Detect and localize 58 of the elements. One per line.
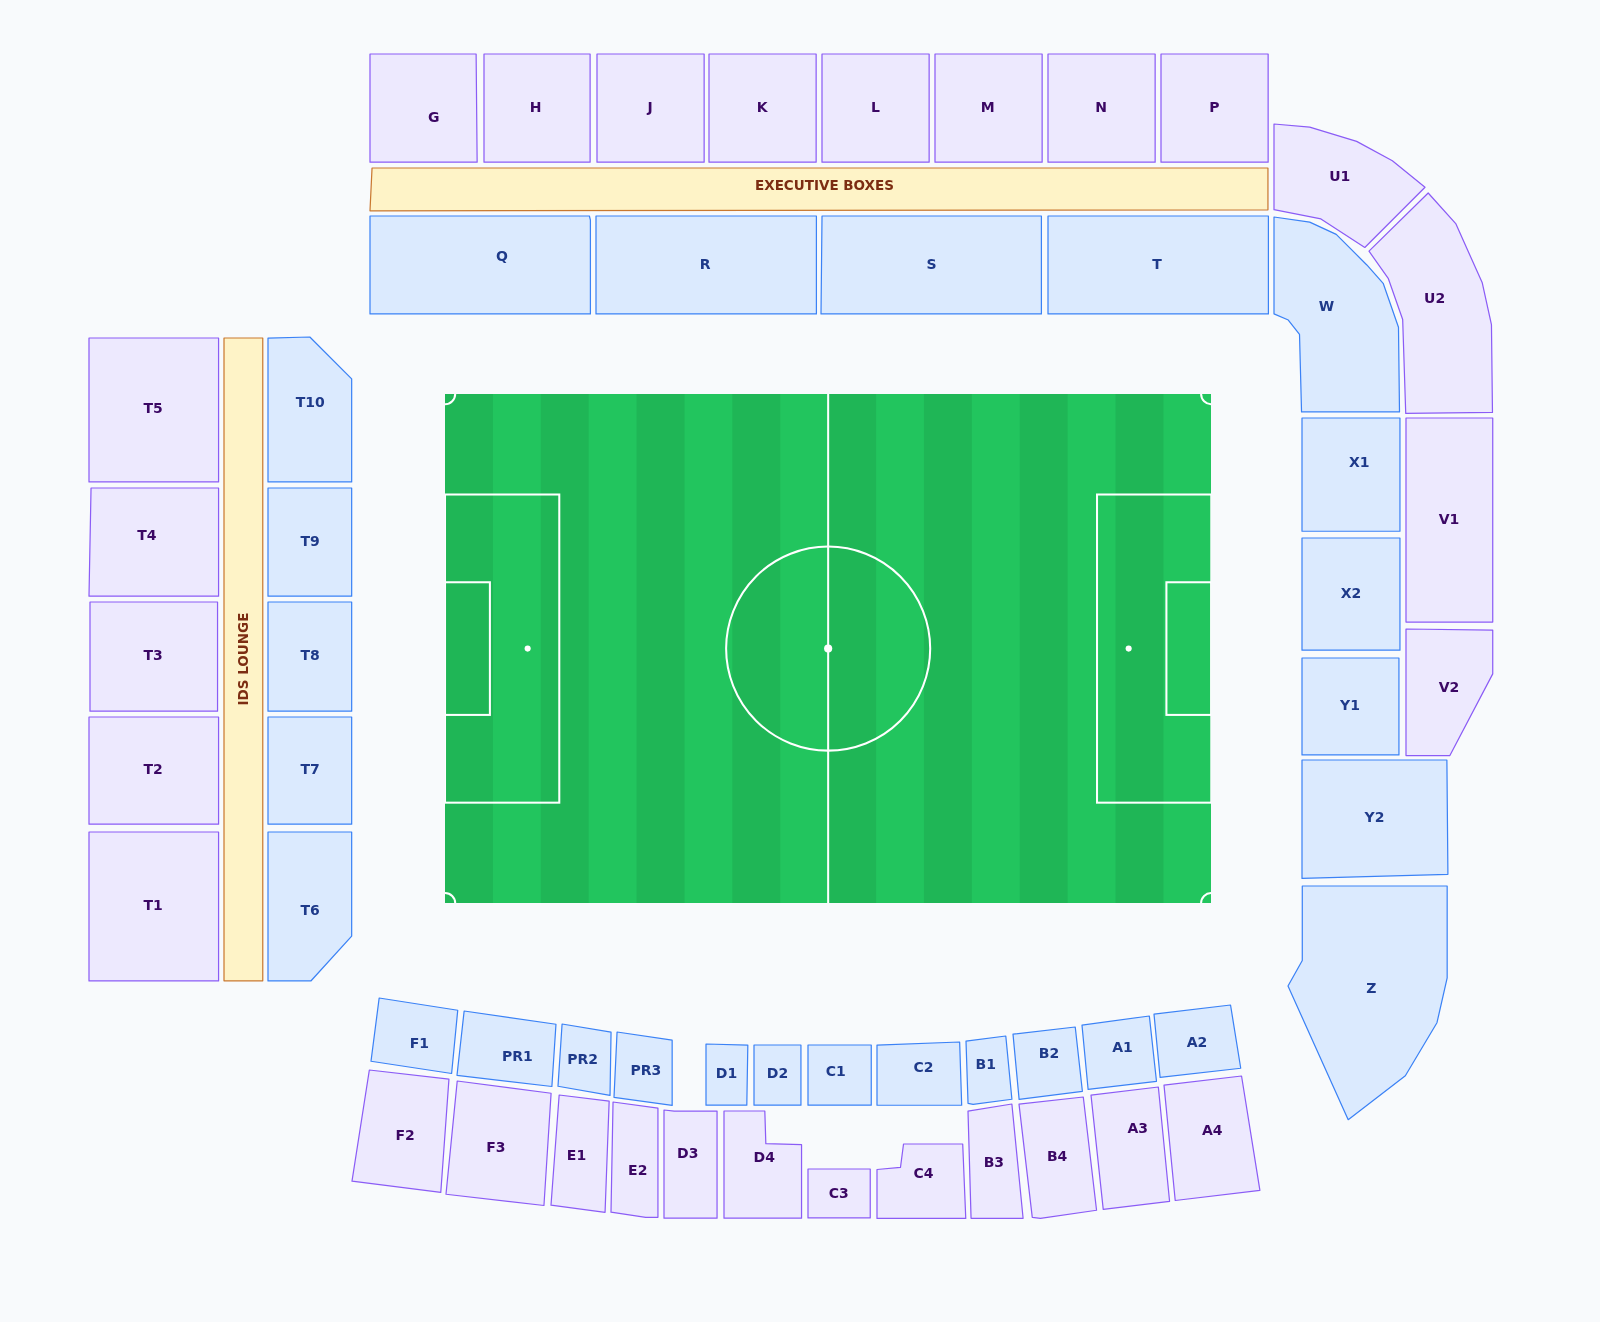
section-label: T3 <box>143 648 163 663</box>
section-label: W <box>1318 299 1335 314</box>
section-label: T9 <box>300 533 320 548</box>
area-label: EXECUTIVE BOXES <box>755 178 894 193</box>
section-label: T7 <box>300 762 320 777</box>
section-label: D4 <box>753 1150 775 1165</box>
section-label: A1 <box>1112 1039 1133 1054</box>
section-label: T10 <box>295 395 325 410</box>
section-label: PR2 <box>567 1052 599 1067</box>
section-label: F2 <box>395 1127 415 1142</box>
section-label: T8 <box>300 648 320 663</box>
section-label: L <box>871 100 880 115</box>
section-label: B3 <box>983 1155 1005 1170</box>
section-label: J <box>647 100 653 115</box>
section-label: R <box>699 257 711 272</box>
section-label: T5 <box>143 401 163 416</box>
section-label: A4 <box>1201 1122 1223 1137</box>
section-label: A2 <box>1186 1034 1208 1049</box>
section-label: E1 <box>566 1148 587 1163</box>
area-label: IDS LOUNGE <box>237 612 251 706</box>
section-label: V2 <box>1438 679 1460 694</box>
section-label: C3 <box>828 1185 849 1200</box>
section-label: U1 <box>1329 168 1351 183</box>
section-label: F1 <box>409 1035 430 1050</box>
section-label: T6 <box>300 903 320 918</box>
section-label: D3 <box>677 1146 699 1161</box>
section-label: T4 <box>137 527 157 542</box>
section-label: T1 <box>143 898 163 913</box>
section-label: C1 <box>825 1064 846 1079</box>
section-label: U2 <box>1424 290 1446 305</box>
section-label: S <box>926 257 937 272</box>
section-label: X1 <box>1348 455 1370 470</box>
section-label: PR1 <box>501 1049 533 1064</box>
section-label: Y2 <box>1364 810 1385 825</box>
section-label: E2 <box>628 1163 648 1178</box>
section-label: T <box>1152 257 1162 272</box>
section-label: V1 <box>1438 512 1460 527</box>
section-label: N <box>1095 100 1107 115</box>
section-label: X2 <box>1340 585 1362 600</box>
section-label: B4 <box>1046 1149 1068 1164</box>
section-label: M <box>980 100 995 115</box>
section-label: B2 <box>1038 1046 1060 1061</box>
section-label: A3 <box>1127 1120 1149 1135</box>
section-label: D1 <box>715 1066 738 1081</box>
section-label: G <box>427 110 440 125</box>
section-label: C2 <box>913 1060 934 1075</box>
section-label: T2 <box>143 762 163 777</box>
section-label: C4 <box>913 1166 934 1181</box>
section-label: K <box>756 100 768 115</box>
section-label: F3 <box>486 1139 506 1154</box>
section-label: P <box>1209 100 1220 115</box>
section-label: D2 <box>766 1066 789 1081</box>
section-label: Y1 <box>1340 698 1360 713</box>
section-label: B1 <box>975 1057 996 1072</box>
section-label: H <box>529 100 542 115</box>
section-label: Z <box>1366 980 1377 995</box>
section-label: Q <box>496 249 508 264</box>
section-label: PR3 <box>630 1063 662 1078</box>
